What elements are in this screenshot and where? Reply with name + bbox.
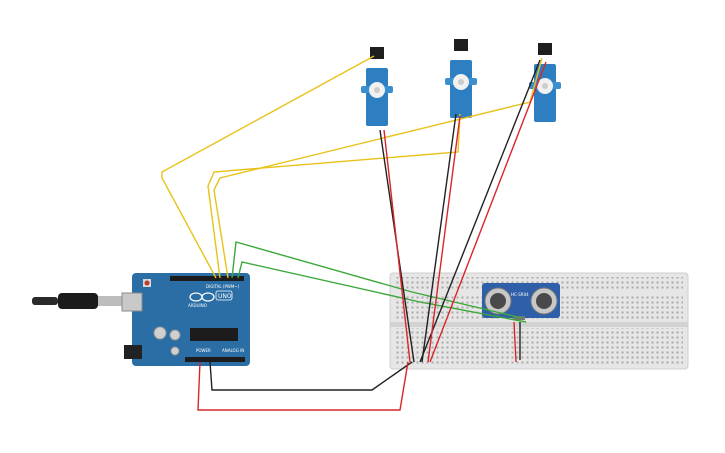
servo-motor-1[interactable] [361, 47, 393, 126]
atmega-chip [190, 328, 238, 341]
sensor-wires [231, 241, 527, 323]
power-wire-arduino [197, 361, 409, 411]
arduino-logo [189, 292, 215, 302]
power-wires [197, 61, 547, 411]
signal-wire-3 [213, 57, 543, 279]
power-wire-servo-1 [383, 129, 411, 363]
power-wire-sensor [513, 321, 517, 363]
analog-label: ANALOG IN [222, 348, 244, 353]
arduino-uno-board[interactable]: UNO ARDUINO DIGITAL (PWM~) POWER ANALOG … [121, 273, 250, 366]
digital-header [170, 276, 244, 281]
ground-wire-arduino [209, 361, 413, 391]
sensor-model-label: HC-SR04 [511, 292, 529, 297]
power-analog-header [185, 357, 245, 362]
sensor-wire-2 [237, 261, 527, 323]
signal-wire-2 [207, 113, 461, 279]
ultrasonic-sensor[interactable]: HC-SR04 [482, 283, 560, 320]
usb-port [121, 292, 143, 312]
power-label: POWER [196, 348, 211, 353]
servo-motor-2[interactable] [445, 39, 477, 118]
signal-wires [161, 55, 543, 279]
capacitor [153, 326, 167, 340]
ground-wire-servo-3 [419, 59, 541, 363]
capacitor [169, 329, 181, 341]
servo-motor-3[interactable] [529, 43, 561, 122]
digital-label: DIGITAL (PWM~) [206, 284, 240, 289]
uno-label: UNO [218, 293, 232, 300]
sensor-wire-1 [231, 241, 523, 319]
maker-label: ARDUINO [188, 303, 207, 308]
usb-cable[interactable] [32, 293, 124, 309]
capacitor [170, 346, 180, 356]
uno-badge [215, 290, 233, 301]
power-wire-servo-3 [429, 61, 547, 363]
ground-wire-servo-2 [421, 113, 457, 363]
power-jack [124, 345, 142, 359]
power-wire-servo-2 [427, 115, 461, 363]
signal-wire-1 [161, 55, 375, 279]
